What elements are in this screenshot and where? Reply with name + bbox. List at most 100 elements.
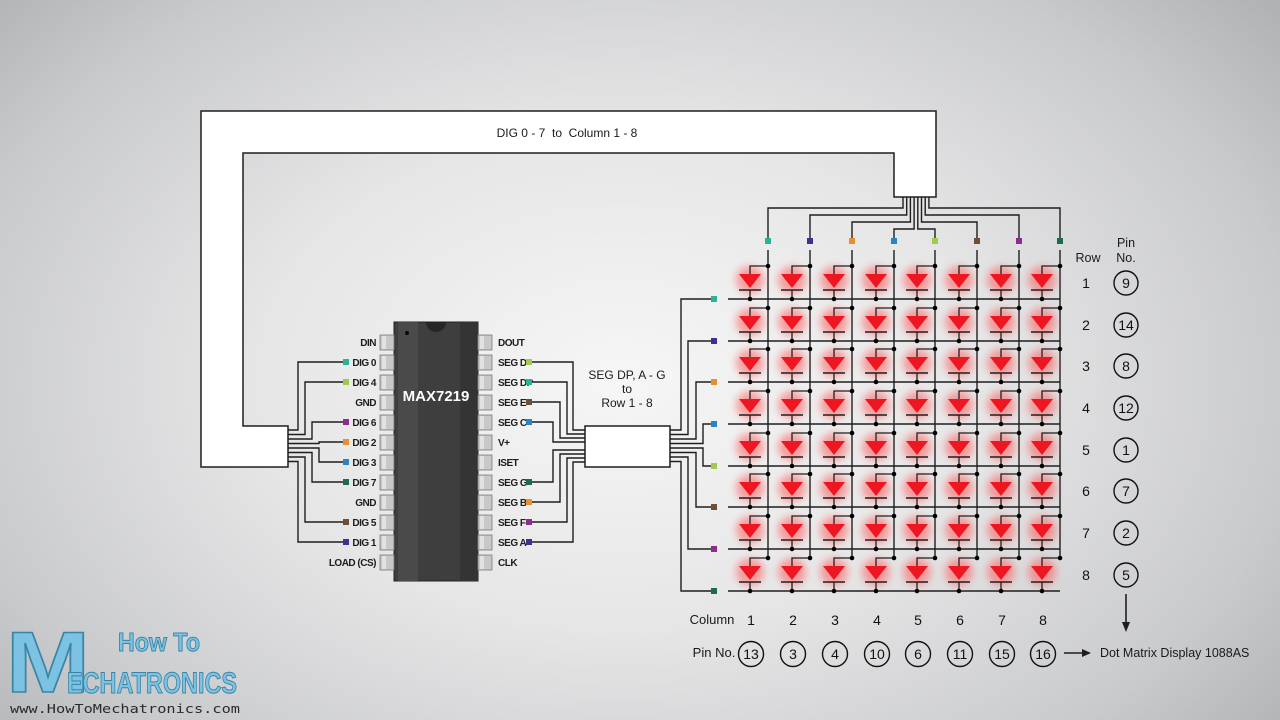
row-junction-dot [914,338,920,344]
led [903,555,938,594]
row-junction-dot [1039,463,1045,469]
led-diode-icon [906,316,928,330]
led [778,555,813,594]
column-junction-dot [974,555,980,561]
column-junction-dot [849,263,855,269]
chip-pin-label-right: SEG DP [498,378,534,389]
row-junction-dot [914,504,920,510]
column-junction-dot [765,555,771,561]
chip-pin-right-shine [480,336,484,349]
column-junction-dot [1016,388,1022,394]
column-junction-dot [974,471,980,477]
row-junction-dot [956,546,962,552]
row-pin-circle [1113,312,1139,338]
column-junction-dot [1016,305,1022,311]
row-bus-wire [670,447,711,467]
chip-pin-label-left: DIG 7 [352,478,377,489]
led-anode-lead [791,515,810,524]
chip-pin-label-right: ISET [498,458,519,469]
led-diode-icon [948,274,970,288]
row-junction-dot [998,421,1004,427]
led-anode-lead [875,307,894,316]
row-bus-wire [670,340,711,436]
column-number: 5 [914,612,922,628]
column-pin-circle [1029,640,1057,668]
chip-pin-left-shine [382,496,386,509]
led-anode-lead [916,265,935,274]
led-anode-lead [875,515,894,524]
seg-bus-label-line2: to [622,382,632,396]
led-diode-icon [990,482,1012,496]
led-anode-lead [1041,307,1060,316]
chip-pin-label-right: V+ [498,438,510,449]
row-junction-dot [998,504,1004,510]
column-junction-dot [1016,263,1022,269]
row-junction-dot [956,463,962,469]
chip-pin-label-right: CLK [498,558,518,569]
led-diode-icon [906,441,928,455]
led-diode-icon [1031,482,1053,496]
pin-color-marker [343,379,349,385]
led-anode-lead [833,390,852,399]
led-anode-lead [875,390,894,399]
pin-color-marker [526,539,532,545]
column-pin-number: 11 [953,646,968,662]
row-junction-dot [1039,421,1045,427]
led [1028,346,1063,385]
logo-initial-m: M [6,615,90,711]
column-junction-dot [765,513,771,519]
chip-pin-label-left: DIN [360,338,376,349]
row-junction-dot [789,338,795,344]
dig-bus-label: DIG 0 - 7 to Column 1 - 8 [497,126,638,140]
led-diode-icon [990,441,1012,455]
row-pin-number: 8 [1122,358,1130,374]
column-junction-dot [974,388,980,394]
led-diode-icon [990,399,1012,413]
column-junction-dot [932,471,938,477]
led-anode-lead [791,473,810,482]
led-anode-lead [958,265,977,274]
column-junction-dot [974,263,980,269]
column-junction-dot [1057,263,1063,269]
led-diode-icon [865,482,887,496]
led-diode-icon [781,441,803,455]
chip-pin-left-shine [382,476,386,489]
led [987,305,1022,344]
column-junction-dot [1057,471,1063,477]
logo-line-mechatronics: ECHATRONICS [67,667,237,700]
led [903,430,938,469]
led [736,430,771,469]
column-junction-dot [765,471,771,477]
led-anode-lead [958,432,977,441]
chip-pin-right-shine [480,536,484,549]
led [903,346,938,385]
column-junction-dot [1057,305,1063,311]
led-diode-icon [823,316,845,330]
column-junction-dot [1057,513,1063,519]
led [736,305,771,344]
row-pin-number: 7 [1122,483,1130,499]
led-diode-icon [948,316,970,330]
led [1028,263,1063,302]
led-diode-icon [948,566,970,580]
column-junction-dot [807,513,813,519]
led-diode-icon [906,357,928,371]
led-anode-lead [1041,515,1060,524]
dig-bus-wire [288,361,343,431]
column-connector-marker [1016,238,1022,244]
column-junction-dot [807,263,813,269]
chip-pin-right-shine [480,516,484,529]
led-diode-icon [823,274,845,288]
column-pin-number: 10 [869,646,885,662]
row-pin-circle [1113,437,1139,463]
column-junction-dot [1016,555,1022,561]
row-number: 1 [1082,275,1090,291]
chip-notch [426,322,446,332]
row-junction-dot [873,546,879,552]
chip-pin-label-right: SEG B [498,498,527,509]
led [778,513,813,552]
column-junction-dot [932,263,938,269]
led [1028,513,1063,552]
chip-pin-label-left: DIG 5 [352,518,377,529]
led [945,388,980,427]
